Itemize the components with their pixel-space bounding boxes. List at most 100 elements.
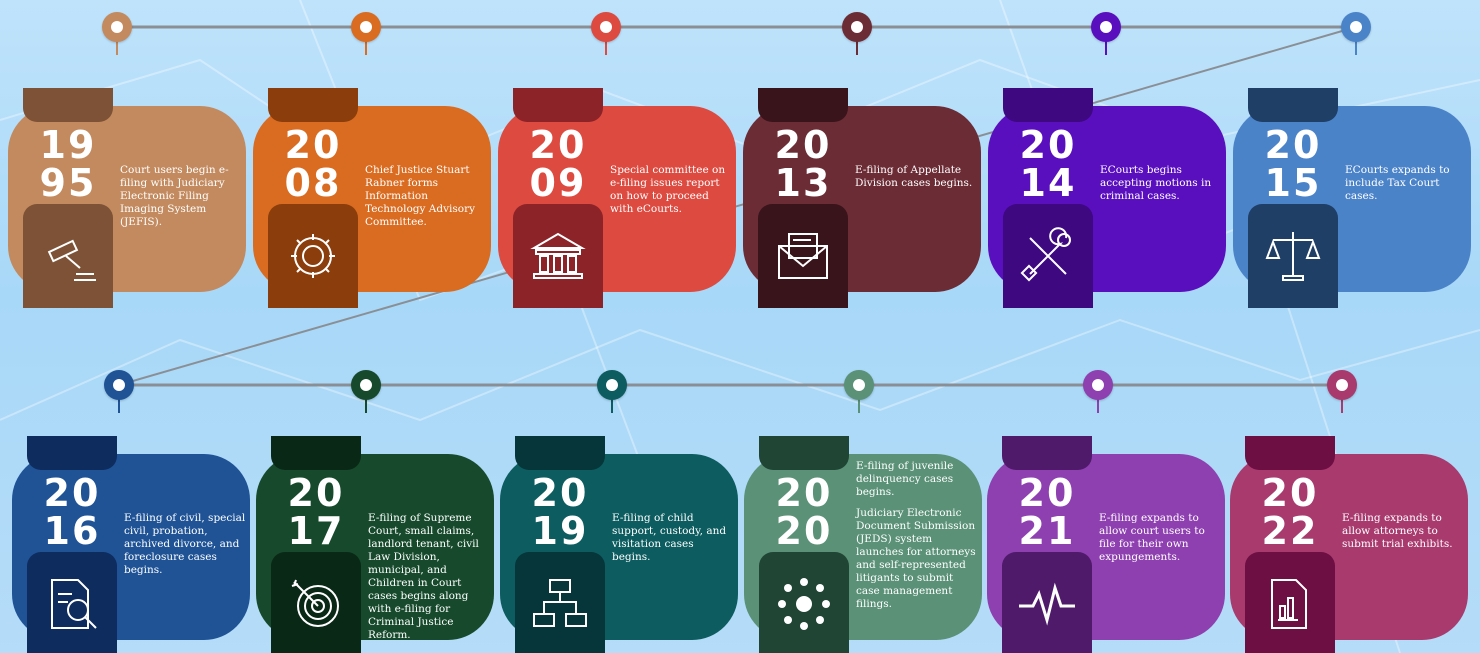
- year-bottom: 20: [775, 509, 833, 553]
- description-paragraph: E-filing of Appellate Division cases beg…: [855, 164, 973, 189]
- description-paragraph: Special committee on e-filing issues rep…: [610, 164, 726, 215]
- timeline-pin-stem: [856, 39, 858, 55]
- gavel-icon: [23, 204, 113, 308]
- year-top: 20: [1264, 123, 1322, 167]
- description-paragraph: E-filing expands to allow attorneys to s…: [1342, 512, 1453, 550]
- year-bottom: 13: [774, 161, 832, 205]
- year-bottom: 09: [529, 161, 587, 205]
- description-paragraph: E-filing of juvenile delinquency cases b…: [856, 460, 954, 498]
- timeline-pin-stem: [365, 397, 367, 413]
- timeline-pin-stem: [1341, 397, 1343, 413]
- year-bottom: 95: [39, 161, 97, 205]
- description-paragraph: E-filing expands to allow court users to…: [1099, 512, 1205, 563]
- timeline-pin-stem: [858, 397, 860, 413]
- milestone-description: E-filing expands to allow attorneys to s…: [1342, 512, 1464, 559]
- milestone-tab: [515, 436, 605, 470]
- timeline-pin-stem: [605, 39, 607, 55]
- timeline-pin-stem: [1097, 397, 1099, 413]
- gear-icon: [268, 204, 358, 308]
- milestone-description: E-filing of child support, custody, and …: [612, 512, 734, 572]
- year-top: 20: [1261, 471, 1319, 515]
- year-top: 19: [39, 123, 97, 167]
- year-bottom: 21: [1018, 509, 1076, 553]
- milestone-description: Chief Justice Stuart Rabner forms Inform…: [365, 164, 487, 237]
- timeline-pin-stem: [1355, 39, 1357, 55]
- description-paragraph: Court users begin e-filing with Judiciar…: [120, 164, 229, 228]
- target-icon: [271, 552, 361, 653]
- milestone-description: Court users begin e-filing with Judiciar…: [120, 164, 242, 237]
- milestone-tab: [1002, 436, 1092, 470]
- milestone-tab: [268, 88, 358, 122]
- milestone-tab: [1245, 436, 1335, 470]
- timeline-pin: [1341, 12, 1371, 42]
- milestone-description: E-filing of civil, special civil, probat…: [124, 512, 246, 585]
- year-bottom: 16: [43, 509, 101, 553]
- milestone-description: E-filing of juvenile delinquency cases b…: [856, 460, 978, 619]
- timeline-pin: [1091, 12, 1121, 42]
- milestone-tab: [1248, 88, 1338, 122]
- timeline-pin-stem: [365, 39, 367, 55]
- milestone-description: E-filing of Supreme Court, small claims,…: [368, 512, 490, 650]
- description-paragraph: Chief Justice Stuart Rabner forms Inform…: [365, 164, 476, 228]
- milestone-description: E-filing expands to allow court users to…: [1099, 512, 1221, 572]
- description-paragraph: E-filing of child support, custody, and …: [612, 512, 727, 563]
- milestone-tab: [758, 88, 848, 122]
- milestone-description: Special committee on e-filing issues rep…: [610, 164, 732, 224]
- description-paragraph: ECourts expands to include Tax Court cas…: [1345, 164, 1450, 202]
- timeline-pin: [1083, 370, 1113, 400]
- year-bottom: 15: [1264, 161, 1322, 205]
- timeline-pin: [844, 370, 874, 400]
- courthouse-icon: [513, 204, 603, 308]
- scales-icon: [1248, 204, 1338, 308]
- timeline-pin: [351, 370, 381, 400]
- year-bottom: 14: [1019, 161, 1077, 205]
- milestone-tab: [513, 88, 603, 122]
- year-top: 20: [1018, 471, 1076, 515]
- pulse-icon: [1002, 552, 1092, 653]
- year-top: 20: [43, 471, 101, 515]
- year-bottom: 08: [284, 161, 342, 205]
- timeline-pin: [597, 370, 627, 400]
- milestone-tab: [23, 88, 113, 122]
- year-bottom: 22: [1261, 509, 1319, 553]
- timeline-pin-stem: [116, 39, 118, 55]
- milestone-description: ECourts begins accepting motions in crim…: [1100, 164, 1222, 211]
- timeline-pin: [842, 12, 872, 42]
- tools-icon: [1003, 204, 1093, 308]
- timeline-pin: [104, 370, 134, 400]
- year-top: 20: [287, 471, 345, 515]
- milestone-description: ECourts expands to include Tax Court cas…: [1345, 164, 1467, 211]
- year-top: 20: [284, 123, 342, 167]
- milestone-tab: [27, 436, 117, 470]
- year-top: 20: [1019, 123, 1077, 167]
- milestone-tab: [271, 436, 361, 470]
- document-search-icon: [27, 552, 117, 653]
- timeline-pin-stem: [1105, 39, 1107, 55]
- milestone-tab: [759, 436, 849, 470]
- description-paragraph: ECourts begins accepting motions in crim…: [1100, 164, 1212, 202]
- year-top: 20: [531, 471, 589, 515]
